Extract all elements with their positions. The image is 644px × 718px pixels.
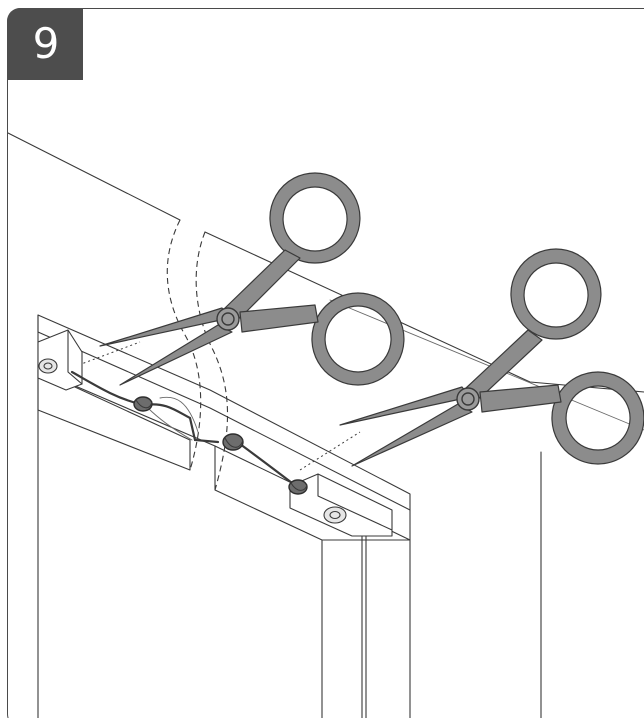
scissors-right-lower-handle [551, 371, 644, 465]
step-number-badge: 9 [7, 8, 83, 80]
fabric-panel-right-top [214, 445, 323, 718]
head-rail-top-lip [37, 314, 411, 511]
scissors-left-upper-handle [269, 172, 361, 264]
mounting-bracket-right [289, 473, 393, 537]
scissors-left-lower-shank [239, 304, 319, 333]
cord-knot-middle [222, 433, 244, 451]
cut-line-left [59, 341, 141, 373]
cord-assembly [70, 370, 308, 495]
cut-line-right [299, 431, 361, 471]
blind-top-edge-left [7, 132, 181, 221]
panel-border [7, 8, 644, 718]
scissors-left-lower-handle [311, 292, 405, 386]
cord-left-segment [70, 370, 142, 406]
scissors-icon [339, 248, 644, 467]
scissors-right-lower-shank [479, 384, 562, 413]
blind-top-edge-right [204, 231, 644, 393]
scissors-icon [99, 172, 405, 386]
step-number: 9 [32, 19, 60, 68]
scissors-right-upper-handle [510, 248, 602, 340]
cord-loop-a [147, 407, 193, 441]
cord-right-segment [238, 442, 298, 488]
blind-back-edge [329, 299, 644, 431]
cut-guide-left [166, 219, 202, 471]
mounting-bracket-left [37, 329, 83, 391]
cord-loop-b [159, 396, 199, 433]
cord-knot-left [133, 396, 153, 412]
cord-knot-right [288, 479, 308, 495]
